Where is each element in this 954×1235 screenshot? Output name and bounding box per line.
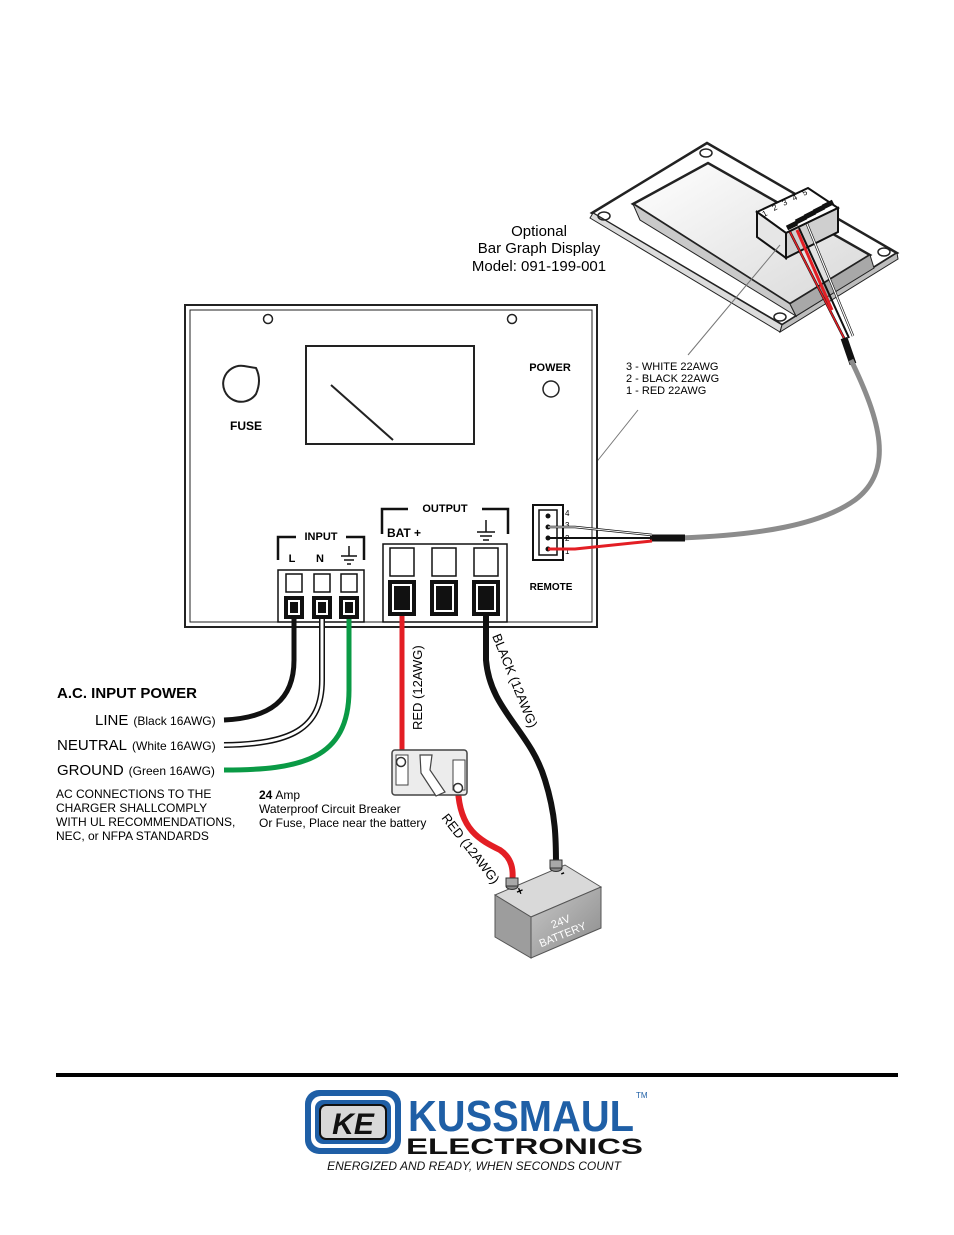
ac-note-line1: AC CONNECTIONS TO THE	[56, 787, 211, 801]
display-caption-line1: Optional	[511, 223, 567, 240]
ac-ground-label: GROUND(Green 16AWG)	[57, 762, 215, 779]
wire-note-white: 3 - WHITE 22AWG	[626, 361, 719, 373]
breaker-caption-line3: Or Fuse, Place near the battery	[259, 816, 426, 830]
battery-negative-terminal	[549, 859, 563, 869]
screw-hole-icon	[262, 313, 274, 325]
remote-wires	[548, 525, 653, 551]
remote-label: REMOTE	[530, 582, 573, 593]
kussmaul-logo: KE KUSSMAUL TM ELECTRONICS ENERGIZED AND…	[305, 1090, 648, 1173]
black-wire	[483, 616, 559, 867]
battery: + - 24V BATTERY	[493, 859, 603, 959]
ac-note-line4: NEC, or NFPA STANDARDS	[56, 829, 209, 843]
remote-pin-label: 1	[565, 547, 570, 556]
black-wire-label: BLACK (12AWG)	[489, 632, 540, 730]
wire-note-red: 1 - RED 22AWG	[626, 385, 706, 397]
leader-line	[687, 244, 781, 356]
input-ground-symbol-icon	[341, 546, 357, 565]
footer-rule	[56, 1073, 898, 1077]
input-line-label: L	[289, 553, 296, 565]
fuse-holder-icon	[222, 364, 260, 403]
ac-neutral-label: NEUTRAL(White 16AWG)	[57, 737, 216, 754]
breaker-terminal-icon	[452, 782, 464, 794]
ac-wires	[223, 619, 352, 773]
logo-subtitle: ELECTRONICS	[406, 1134, 643, 1159]
display-pin-label: 1	[761, 208, 770, 218]
display-caption-line3: Model: 091-199-001	[472, 258, 606, 275]
screw-hole-icon	[877, 247, 891, 257]
input-label: INPUT	[305, 531, 338, 543]
logo-mark: KE	[332, 1108, 375, 1141]
remote-cable	[679, 358, 882, 541]
charger-panel: FUSE POWER INPUT L N	[184, 304, 598, 628]
ac-note-line2: CHARGER SHALLCOMPLY	[56, 801, 207, 815]
ac-note-line3: WITH UL RECOMMENDATIONS,	[56, 815, 235, 829]
remote-pin-label: 4	[565, 509, 570, 518]
neutral-wire	[223, 619, 325, 748]
wire-note-black: 2 - BLACK 22AWG	[626, 373, 719, 385]
battery-plus-sign: +	[514, 883, 526, 899]
logo-trademark: TM	[636, 1091, 648, 1100]
ammeter	[305, 345, 475, 445]
display-pin-label: 3	[781, 197, 790, 207]
logo-tagline: ENERGIZED AND READY, WHEN SECONDS COUNT	[327, 1159, 622, 1173]
output-ground-symbol-icon	[477, 520, 495, 541]
screw-hole-icon	[773, 312, 787, 322]
meter-needle	[330, 384, 394, 441]
red-wire-bottom	[455, 789, 516, 885]
line-wire	[223, 619, 297, 723]
breaker-terminal-icon	[395, 756, 407, 768]
breaker-lever-icon	[419, 754, 446, 797]
ac-line-label: LINE(Black 16AWG)	[95, 712, 216, 729]
logo-name: KUSSMAUL	[408, 1092, 634, 1141]
fuse-label: FUSE	[230, 419, 262, 433]
output-label: OUTPUT	[422, 503, 468, 515]
display-pin-label: 2	[771, 202, 780, 212]
circuit-breaker	[391, 749, 468, 797]
breaker-caption-line2: Waterproof Circuit Breaker	[259, 802, 401, 816]
display-wires	[788, 223, 857, 366]
dc-wires	[399, 616, 559, 885]
ac-title: A.C. INPUT POWER	[57, 685, 197, 702]
power-label: POWER	[529, 362, 571, 374]
battery-positive-terminal	[505, 877, 519, 887]
screw-hole-icon	[506, 313, 518, 325]
battery-minus-sign: -	[558, 865, 567, 879]
power-led-icon	[542, 380, 560, 398]
bar-graph-display: 1 2 3 4 5	[589, 141, 900, 334]
ground-wire	[223, 619, 352, 773]
display-caption-line2: Bar Graph Display	[478, 240, 601, 257]
screw-hole-icon	[597, 211, 611, 221]
input-neutral-label: N	[316, 553, 324, 565]
remote-pin-label: 3	[565, 521, 570, 530]
display-pin-label: 4	[791, 192, 800, 202]
screw-hole-icon	[699, 148, 713, 158]
bat-plus-label: BAT +	[387, 526, 421, 540]
display-pin-label: 5	[801, 187, 810, 197]
red-wire-label: RED (12AWG)	[410, 645, 425, 730]
